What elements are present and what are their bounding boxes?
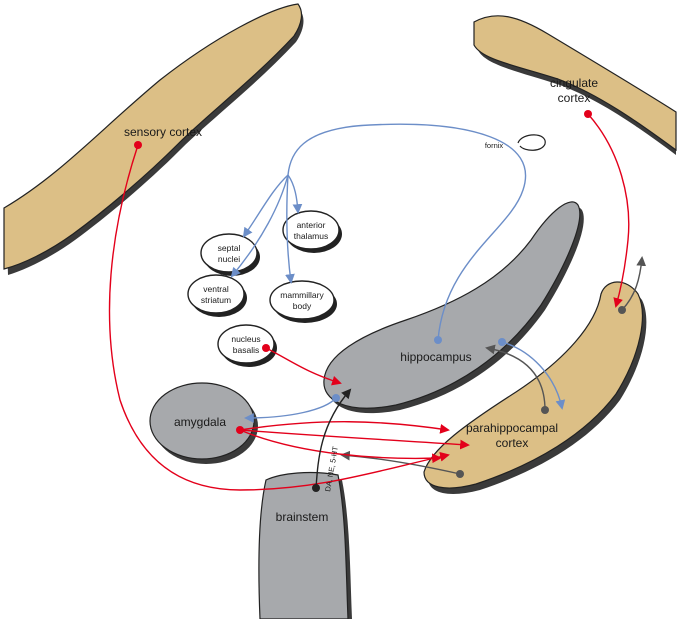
label-fornix: fornix	[485, 141, 504, 150]
nucleus-anterior-thalamus	[282, 210, 342, 253]
label-septal-line1: septal	[218, 243, 241, 253]
fornix-loop	[517, 134, 546, 151]
hippocampus-to-parahippocampal	[501, 341, 566, 410]
label-cingulate-line1: cingulate	[550, 76, 598, 90]
fornix-to-mammillary	[285, 174, 295, 284]
cingulate-origin	[584, 110, 592, 118]
label-cingulate-line2: cortex	[558, 91, 591, 105]
hippocampus-region	[323, 201, 584, 414]
parahippocampal-origin-3	[618, 306, 626, 314]
label-anterior-thalamus-line2: thalamus	[294, 231, 329, 241]
label-anterior-thalamus-line1: anterior	[297, 220, 326, 230]
parahippocampal-origin-1	[541, 406, 549, 414]
parahippocampal-to-cingulate	[621, 256, 647, 311]
label-parahippocampal-line2: cortex	[496, 436, 529, 450]
fornix-to-septal	[242, 174, 289, 238]
parahippocampal-origin-2	[456, 470, 464, 478]
brainstem-origin	[312, 484, 320, 492]
fornix-pathway	[287, 123, 527, 341]
label-brainstem: brainstem	[276, 510, 329, 524]
label-basalis-line1: nucleus	[231, 334, 260, 344]
amygdala-region	[149, 382, 258, 464]
fornix-to-ventral-striatum	[230, 174, 289, 278]
amygdala-to-parahippocampal-2	[239, 429, 470, 450]
label-hippocampus: hippocampus	[400, 350, 471, 364]
hippocampus-to-amygdala	[244, 397, 337, 423]
brainstem-to-hippocampus	[315, 388, 352, 489]
nucleus-basalis	[217, 324, 277, 367]
label-ventral-striatum-line2: striatum	[201, 295, 231, 305]
parahippocampal-cortex-region	[423, 281, 647, 494]
label-parahippocampal-line1: parahippocampal	[466, 421, 558, 435]
nucleus-ventral-striatum	[187, 274, 247, 317]
label-mammillary-line1: mammillary	[280, 290, 324, 300]
label-sensory-cortex: sensory cortex	[124, 125, 202, 139]
cingulate-cortex-region	[473, 15, 677, 155]
brainstem-region	[258, 471, 352, 619]
amygdala-origin	[236, 426, 244, 434]
sensory-to-parahippocampal	[108, 144, 450, 491]
cingulate-to-parahippocampal	[587, 113, 630, 308]
basalis-origin	[262, 344, 270, 352]
fornix-to-anterior-thalamus	[287, 174, 303, 214]
nucleus-mammillary-body	[269, 280, 337, 323]
hippocampus-fornix-origin	[434, 336, 442, 344]
parahippocampal-to-hippocampus	[485, 344, 546, 411]
sensory-origin	[134, 141, 142, 149]
hippocampus-amygdala-origin	[332, 394, 340, 402]
sensory-cortex-region	[3, 3, 304, 275]
label-basalis-line2: basalis	[233, 345, 259, 355]
hippocampus-parahippocampal-origin	[498, 338, 506, 346]
basalis-to-hippocampus	[265, 347, 342, 386]
amygdala-to-parahippocampal-3	[239, 429, 442, 464]
label-amygdala: amygdala	[174, 415, 226, 429]
label-septal-line2: nuclei	[218, 254, 240, 264]
label-ventral-striatum-line1: ventral	[203, 284, 229, 294]
amygdala-to-parahippocampal-1	[239, 421, 450, 434]
label-mammillary-line2: body	[293, 301, 312, 311]
